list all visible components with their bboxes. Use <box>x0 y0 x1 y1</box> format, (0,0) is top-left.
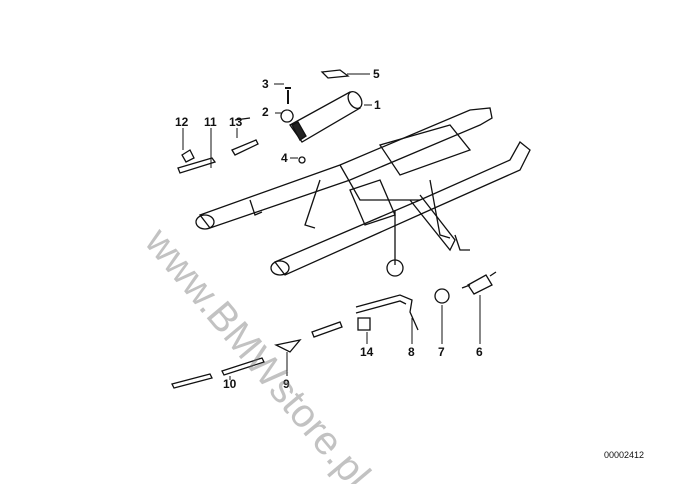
part-8-hose <box>355 294 419 331</box>
part-6-valve <box>461 271 497 295</box>
part-12-clip <box>181 149 195 163</box>
part-9-tee-connector <box>274 338 302 353</box>
part-10-hose <box>171 373 213 389</box>
part-14-clip <box>357 317 371 331</box>
part-7-clamp <box>434 288 450 304</box>
callout-1: 1 <box>374 98 381 112</box>
callout-7: 7 <box>438 345 445 359</box>
callout-12: 12 <box>175 115 189 129</box>
callout-11: 11 <box>204 115 217 129</box>
hose-segment <box>311 321 343 338</box>
part-5-bracket <box>320 69 350 79</box>
part-13-hose <box>231 117 259 156</box>
callout-3: 3 <box>262 77 269 91</box>
part-4-nut <box>298 156 306 164</box>
callout-14: 14 <box>360 345 374 359</box>
callout-13: 13 <box>229 115 243 129</box>
callout-8: 8 <box>408 345 415 359</box>
part-1-canister <box>289 90 363 143</box>
callout-5: 5 <box>373 67 380 81</box>
leader-lines <box>182 73 481 380</box>
part-11-hose <box>177 157 217 174</box>
part-2-clamp <box>280 109 294 123</box>
diagram-code: 00002412 <box>604 450 645 460</box>
part-3-screw <box>285 87 291 104</box>
callout-9: 9 <box>283 377 290 391</box>
callout-6: 6 <box>476 345 483 359</box>
hose-segment <box>221 357 265 376</box>
callout-4: 4 <box>281 151 288 165</box>
callout-2: 2 <box>262 105 269 119</box>
callout-10: 10 <box>223 377 237 391</box>
rear-frame <box>195 107 531 277</box>
